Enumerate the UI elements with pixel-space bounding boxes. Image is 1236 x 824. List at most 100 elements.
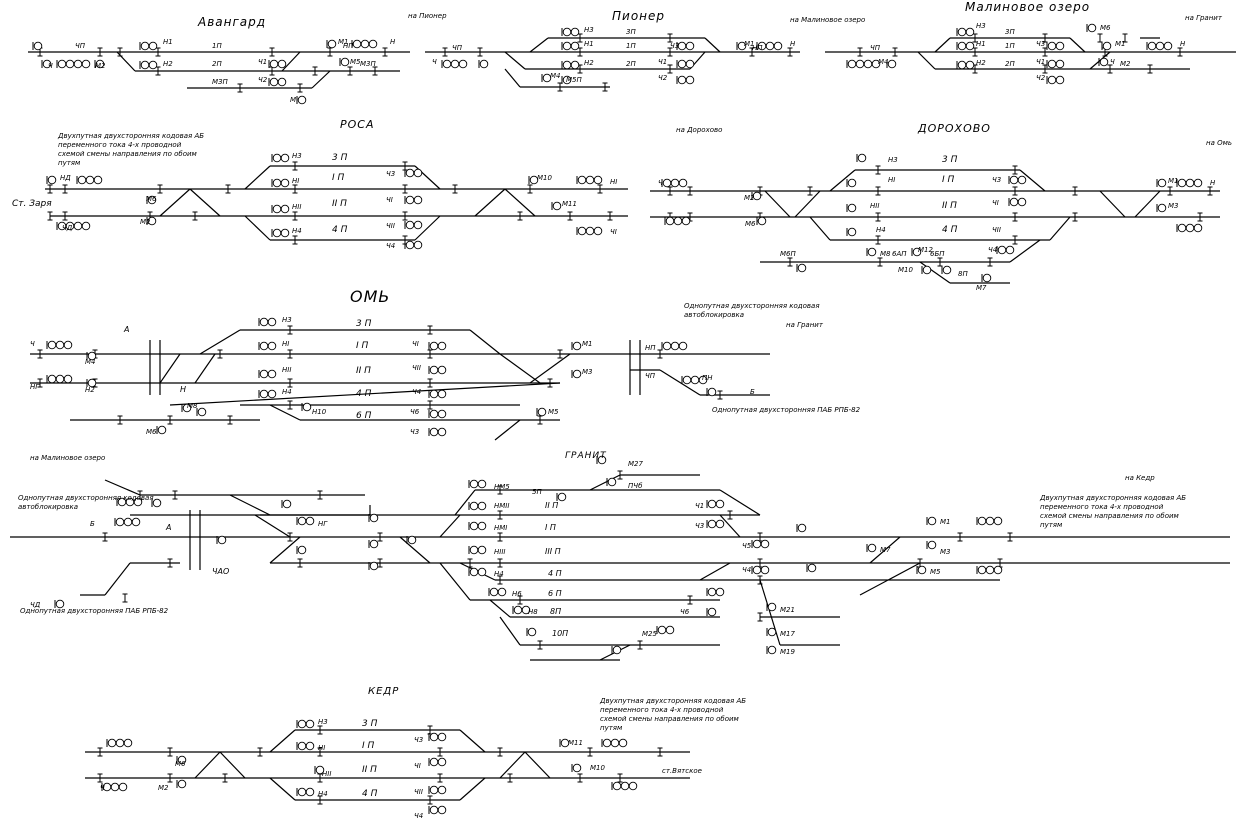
signal-icon xyxy=(404,168,423,178)
signal-icon xyxy=(326,39,337,49)
signal-icon xyxy=(428,732,447,742)
track-label: II П xyxy=(332,199,347,209)
signal-label: М2 xyxy=(1120,60,1131,68)
signal-icon xyxy=(216,535,227,545)
station-label: Ст. Заря xyxy=(12,199,52,209)
signal-icon xyxy=(846,178,857,188)
signal-label: ЧI xyxy=(412,340,419,348)
signal-icon xyxy=(271,153,290,163)
signal-icon xyxy=(86,378,97,388)
track-line xyxy=(719,489,761,516)
track-line xyxy=(529,353,571,384)
signal-icon xyxy=(706,499,725,509)
track-line xyxy=(439,562,471,601)
signal-icon xyxy=(676,75,695,85)
signal-label: Н3 xyxy=(318,718,328,726)
signal-label: ЧI xyxy=(414,762,421,770)
track-label: 6 П xyxy=(548,589,562,598)
track-label: 3П xyxy=(1005,28,1015,36)
signal-label: Ч6 xyxy=(680,608,690,616)
track-line xyxy=(469,329,501,355)
track-label: 6БП xyxy=(930,250,945,258)
signal-label: ЧД xyxy=(62,224,73,232)
track-label: 8П xyxy=(958,270,968,278)
signal-icon xyxy=(526,627,537,637)
track-line xyxy=(159,353,181,384)
signal-icon xyxy=(1156,203,1167,213)
direction-label: на Дорохово xyxy=(676,126,722,134)
track-line xyxy=(1099,190,1126,218)
track-label: 4 П xyxy=(548,569,562,578)
signal-icon xyxy=(428,805,447,815)
signal-icon xyxy=(406,535,417,545)
signal-icon xyxy=(559,738,570,748)
signal-icon xyxy=(528,175,539,185)
signal-icon xyxy=(296,787,315,797)
track-line xyxy=(159,188,191,217)
line-equipment-note: Однопутная двухсторонняя ПАБ РПБ-82 xyxy=(712,406,861,414)
track-label: I П xyxy=(545,523,556,532)
signal-label: М8 xyxy=(187,402,198,410)
track-line xyxy=(499,616,521,646)
signal-icon xyxy=(41,59,52,69)
signal-label: Н2 xyxy=(163,60,173,68)
track-line xyxy=(859,562,921,596)
station-title: ДОРОХОВО xyxy=(917,122,991,135)
track-label: II П xyxy=(362,765,377,775)
signal-label: М10 xyxy=(590,764,605,772)
track-label: I П xyxy=(332,173,345,183)
signal-label: Н3 xyxy=(292,152,302,160)
station-title: ОМЬ xyxy=(350,287,390,306)
track-line xyxy=(659,369,701,396)
signal-label: М10 xyxy=(537,174,552,182)
signal-label: М6 xyxy=(146,428,157,436)
track-line xyxy=(1019,169,1046,192)
track-line xyxy=(194,353,216,384)
signal-label: ЧII xyxy=(414,788,423,796)
signal-label: ЧII xyxy=(992,226,1001,234)
signal-label: Н4 xyxy=(876,226,886,234)
signal-label: А xyxy=(123,325,129,334)
signal-icon xyxy=(571,369,582,379)
track-line xyxy=(1089,51,1111,70)
signal-icon xyxy=(478,59,489,69)
signal-label: Б xyxy=(750,388,755,396)
signal-label: Ч xyxy=(48,62,53,70)
track-line xyxy=(719,514,741,538)
signal-icon xyxy=(926,516,937,526)
signal-label: Н xyxy=(1210,179,1216,187)
signal-icon xyxy=(706,387,717,397)
signal-icon xyxy=(956,41,975,51)
track-line xyxy=(764,190,791,218)
signal-label: ЧД xyxy=(30,601,41,609)
signal-label: Н1 xyxy=(976,40,986,48)
track-label: 3 П xyxy=(356,319,372,329)
signal-label: М2 xyxy=(140,218,151,226)
direction-label: на Омь xyxy=(1206,139,1232,147)
signal-label: М2 xyxy=(158,784,169,792)
track-line xyxy=(589,474,621,491)
signal-icon xyxy=(606,477,617,487)
signal-label: ПЧб xyxy=(628,482,643,490)
signal-icon xyxy=(756,216,767,226)
signal-icon xyxy=(281,499,292,509)
track-line xyxy=(1069,37,1086,53)
track-line xyxy=(311,70,331,89)
signal-icon xyxy=(46,175,57,185)
signal-icon xyxy=(1046,41,1065,51)
track-line xyxy=(489,599,511,618)
track-label: 8П xyxy=(550,607,561,616)
signal-label: Ч3 xyxy=(695,522,704,530)
signal-label: М3П xyxy=(360,60,376,68)
signal-label: М5 xyxy=(350,58,361,66)
signal-icon xyxy=(926,540,937,550)
signal-icon xyxy=(766,627,777,637)
signal-label: ЧI xyxy=(610,228,617,236)
signal-icon xyxy=(661,341,688,351)
signal-label: Н xyxy=(390,38,396,46)
signal-label: Ч3 xyxy=(414,736,423,744)
signal-label: Ч3 xyxy=(992,176,1001,184)
